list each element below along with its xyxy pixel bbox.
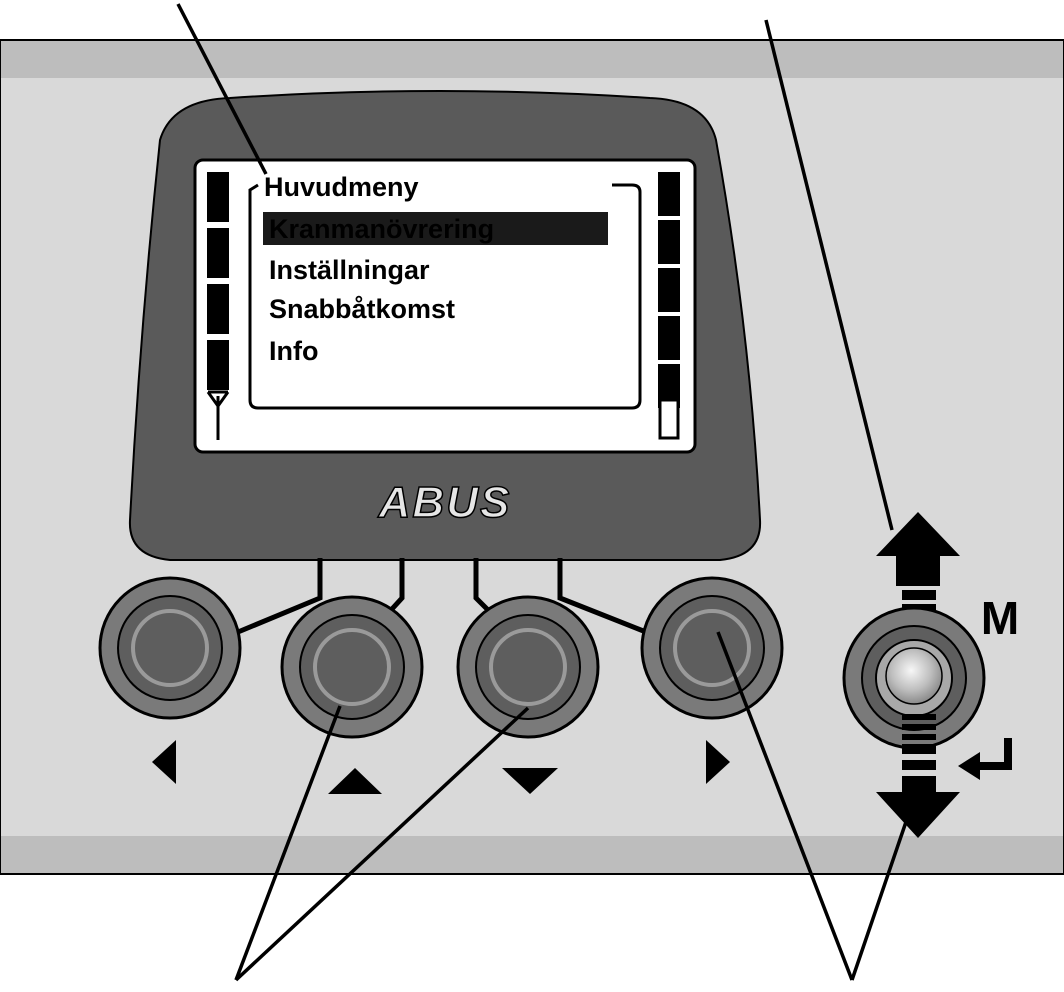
button-down[interactable] xyxy=(456,595,600,739)
callout-line-button-up xyxy=(234,705,342,981)
triangle-right-icon xyxy=(706,740,730,784)
triangle-left-icon xyxy=(152,740,176,784)
battery-icon xyxy=(658,394,680,440)
triangle-up-icon xyxy=(328,768,382,794)
callout-line-button-right xyxy=(716,631,854,981)
rocker-control[interactable] xyxy=(842,512,986,838)
battery-bar-5 xyxy=(658,364,680,408)
signal-bar-3 xyxy=(207,284,229,334)
menu-item-kranmanovrering[interactable]: Kranmanövrering xyxy=(269,214,494,244)
antenna-icon xyxy=(206,390,230,440)
rocker-knob xyxy=(885,647,943,705)
rocker-down-arrow-icon xyxy=(876,792,960,838)
button-up[interactable] xyxy=(280,595,424,739)
mode-label-m: M xyxy=(981,592,1019,644)
menu-title: Huvudmeny xyxy=(264,172,419,202)
button-right[interactable] xyxy=(640,576,784,720)
abus-logo: ABUS xyxy=(378,478,512,527)
triangle-down-icon xyxy=(502,768,558,794)
signal-strength-bars xyxy=(207,172,229,390)
menu-item-info[interactable]: Info xyxy=(269,336,318,366)
callout-lines xyxy=(176,3,910,982)
callout-line-display xyxy=(176,3,268,175)
callout-line-rocker-up xyxy=(764,19,894,531)
signal-bar-4 xyxy=(207,340,229,390)
battery-bar-4 xyxy=(658,316,680,360)
signal-bar-2 xyxy=(207,228,229,278)
battery-bar-2 xyxy=(658,220,680,264)
menu-selection-highlight xyxy=(263,212,608,245)
menu-item-installningar[interactable]: Inställningar xyxy=(269,255,430,285)
menu-frame xyxy=(248,183,642,410)
battery-bar-3 xyxy=(658,268,680,312)
callout-line-button-down xyxy=(234,706,530,982)
battery-bar-1 xyxy=(658,172,680,216)
enter-arrow-icon xyxy=(958,738,1012,780)
signal-bar-1 xyxy=(207,172,229,222)
button-left[interactable] xyxy=(98,576,242,720)
rocker-up-arrow-icon xyxy=(876,512,960,586)
callout-line-rocker-down xyxy=(850,815,910,981)
battery-level-bars xyxy=(658,172,680,408)
menu-item-snabbatkomst[interactable]: Snabbåtkomst xyxy=(269,294,455,324)
